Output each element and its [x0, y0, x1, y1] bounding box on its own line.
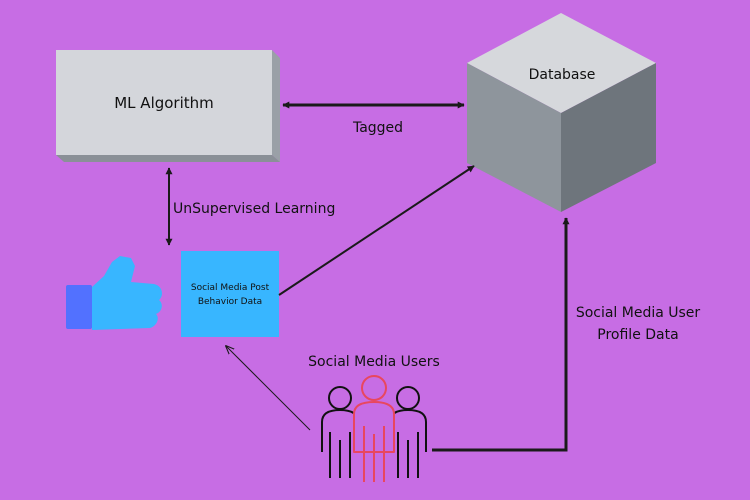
profile-data-label-1: Social Media User	[576, 305, 701, 321]
post-behavior-rect	[181, 251, 279, 337]
users-to-post-arrow	[226, 346, 311, 431]
post-behavior-label-2: Behavior Data	[198, 297, 262, 307]
cube-left	[467, 63, 561, 212]
user-left	[321, 386, 359, 478]
tagged-label: Tagged	[352, 120, 403, 136]
profile-data-label-2: Profile Data	[597, 327, 678, 343]
database-cube: Database	[467, 13, 656, 212]
user-center	[353, 375, 395, 482]
database-label: Database	[529, 67, 596, 83]
post-to-database-arrow	[278, 165, 475, 296]
post-behavior-label-1: Social Media Post	[191, 283, 270, 293]
thumb-cuff	[66, 285, 92, 329]
user-right	[389, 386, 427, 478]
cube-top	[467, 13, 656, 113]
ml-algorithm-box: ML Algorithm	[56, 50, 280, 162]
cube-right	[561, 63, 656, 212]
social-media-users-label: Social Media Users	[308, 354, 440, 370]
ml-box-front	[56, 50, 272, 155]
ml-algorithm-label: ML Algorithm	[114, 94, 214, 112]
ml-box-bottom	[56, 155, 280, 162]
thumbs-up-icon	[66, 256, 162, 330]
thumb-hand	[92, 256, 162, 330]
users-to-database-arrow	[432, 217, 570, 452]
ml-box-side	[272, 50, 280, 162]
post-behavior-box: Social Media Post Behavior Data	[181, 251, 279, 337]
unsupervised-learning-label: UnSupervised Learning	[173, 201, 335, 217]
users-group-icon	[321, 375, 427, 482]
